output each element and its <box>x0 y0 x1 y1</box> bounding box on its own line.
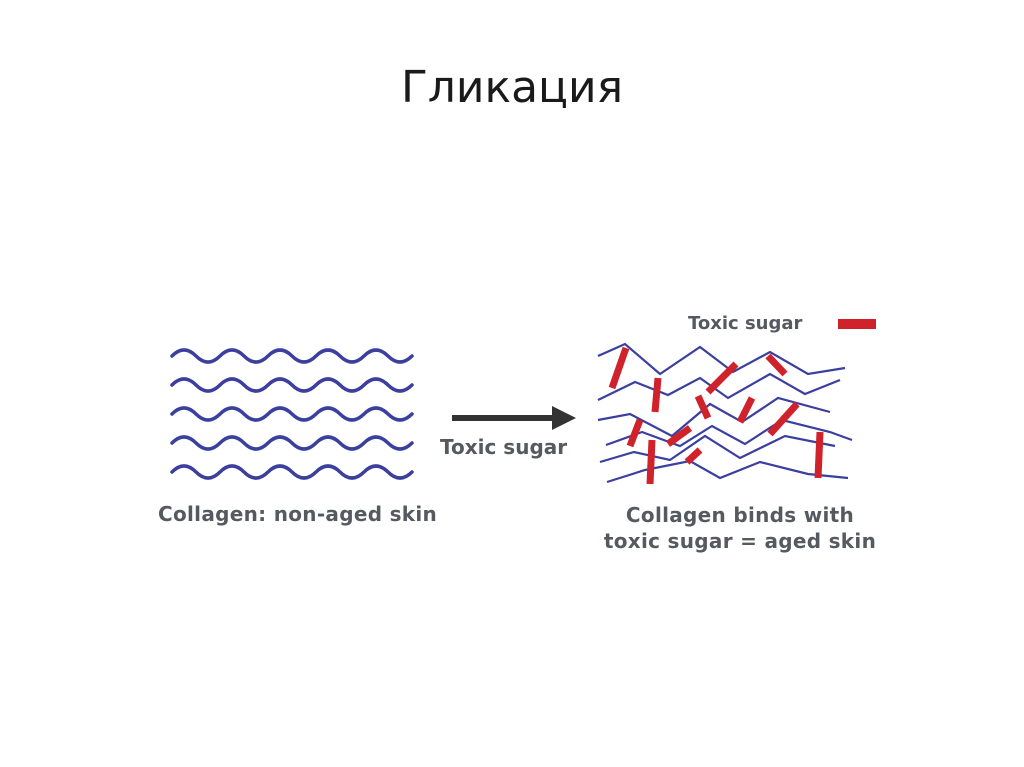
healthy-collagen-group <box>170 348 414 480</box>
sugar-crosslink <box>694 394 712 420</box>
legend-label: Toxic sugar <box>688 313 803 334</box>
right-caption: Collagen binds with toxic sugar = aged s… <box>580 502 900 554</box>
aged-strand-3 <box>597 396 831 438</box>
slide-title: Гликация <box>400 62 624 113</box>
sugar-crosslink <box>765 353 788 377</box>
right-caption-line-2: toxic sugar = aged skin <box>603 529 877 553</box>
sugar-crosslink <box>646 439 656 485</box>
aged-strand-1 <box>597 342 846 376</box>
left-caption: Collagen: non-aged skin <box>158 502 438 526</box>
sugar-crosslink <box>665 425 693 447</box>
sugar-crosslink <box>684 447 703 465</box>
sugar-crosslink <box>608 346 630 390</box>
sugar-crosslink <box>767 401 800 437</box>
collagen-wave-5 <box>170 464 414 480</box>
right-caption-line-1: Collagen binds with <box>625 503 855 527</box>
aged-strand-5 <box>599 434 836 464</box>
aged-strand-6 <box>606 459 849 484</box>
sugar-crosslink <box>736 396 756 424</box>
arrow-label: Toxic sugar <box>440 435 568 459</box>
toxic-sugar-crosslinks <box>608 346 824 485</box>
collagen-wave-1 <box>170 348 414 364</box>
arrow <box>452 406 576 430</box>
collagen-wave-4 <box>170 435 414 451</box>
arrow-head <box>552 406 576 430</box>
collagen-wave-3 <box>170 406 414 422</box>
sugar-crosslink <box>651 377 662 413</box>
collagen-wave-2 <box>170 377 414 393</box>
legend-swatch <box>838 319 876 329</box>
aged-strand-4 <box>605 418 853 448</box>
sugar-crosslink <box>814 431 824 479</box>
aged-collagen-group <box>597 342 853 484</box>
sugar-crosslink <box>705 361 739 395</box>
sugar-crosslink <box>626 418 644 448</box>
